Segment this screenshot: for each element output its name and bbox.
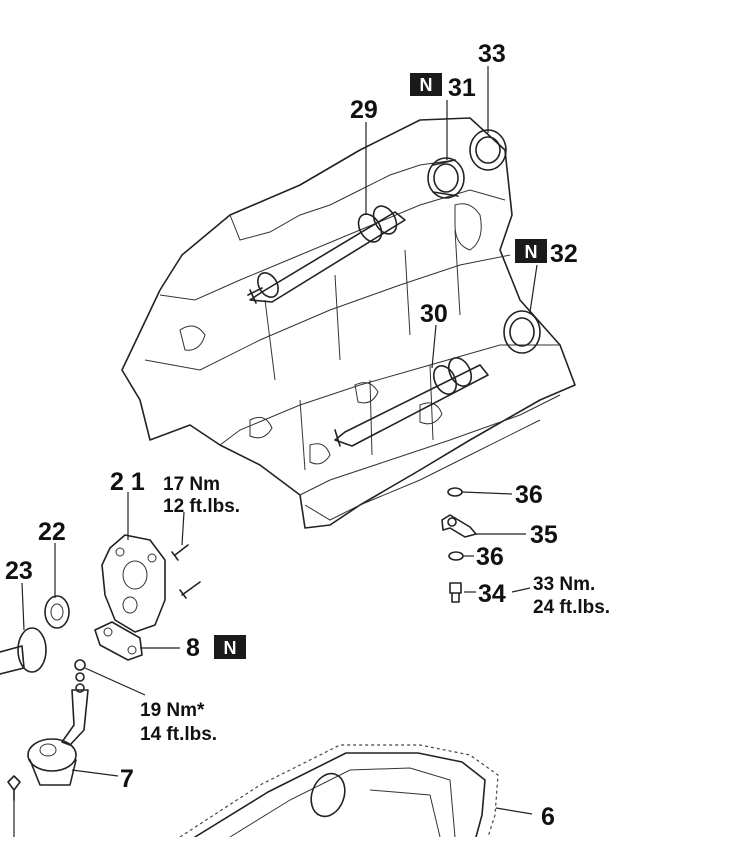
camshaft-29 (247, 205, 406, 304)
callout-23: 23 (5, 557, 33, 585)
bolt-17nm (171, 544, 189, 561)
camshaft-30 (334, 357, 489, 447)
new-part-badge-8: N (214, 635, 246, 659)
torque-33-nm: 33 Nm. (533, 574, 595, 595)
oil-pump-21 (101, 534, 166, 633)
callout-36-lower: 36 (476, 543, 504, 571)
callout-7: 7 (120, 765, 134, 793)
callout-21: 2 1 (110, 468, 145, 496)
new-part-badge-32: N (515, 239, 547, 263)
callout-30: 30 (420, 300, 448, 328)
callout-33: 33 (478, 40, 506, 68)
bolt-pump (179, 581, 201, 599)
torque-17-nm: 17 Nm (163, 474, 220, 495)
torque-17-ftlbs: 12 ft.lbs. (163, 496, 240, 517)
oil-strainer-7 (27, 689, 89, 786)
badge-letter: N (420, 75, 433, 95)
seal-32 (503, 310, 541, 354)
torque-19-nm: 19 Nm* (140, 700, 205, 721)
callout-numbers: 33 31 29 32 30 2 1 22 23 8 7 6 36 35 36 … (5, 40, 578, 831)
badge-letter: N (525, 242, 538, 262)
bolt-34 (449, 582, 462, 603)
oil-pan-6 (179, 744, 499, 838)
seal-33 (469, 129, 507, 171)
callout-35: 35 (530, 521, 558, 549)
torque-33-ftlbs: 24 ft.lbs. (533, 597, 610, 618)
badge-letter: N (224, 638, 237, 658)
callout-22: 22 (38, 518, 66, 546)
leader-lines (13, 66, 538, 837)
callout-32: 32 (550, 240, 578, 268)
callout-29: 29 (350, 96, 378, 124)
callout-36-upper: 36 (515, 481, 543, 509)
gasket-8 (94, 621, 143, 661)
fitting-35 (441, 514, 477, 538)
gear-22 (44, 595, 70, 629)
engine-block (121, 117, 576, 529)
callout-34: 34 (478, 580, 506, 608)
callout-31: 31 (448, 74, 476, 102)
torque-19-ftlbs: 14 ft.lbs. (140, 724, 217, 745)
washer-36-lower (448, 551, 464, 561)
new-part-badge-31: N (410, 73, 442, 96)
torque-specs: 17 Nm 12 ft.lbs. 19 Nm* 14 ft.lbs. 33 Nm… (140, 474, 610, 745)
washer-36-upper (447, 487, 463, 497)
gear-23 (0, 627, 47, 675)
callout-6: 6 (541, 803, 555, 831)
nut-19nm (74, 659, 86, 693)
callout-8: 8 (186, 634, 200, 662)
bearing-31 (427, 157, 465, 199)
drain-bolt (7, 775, 21, 801)
